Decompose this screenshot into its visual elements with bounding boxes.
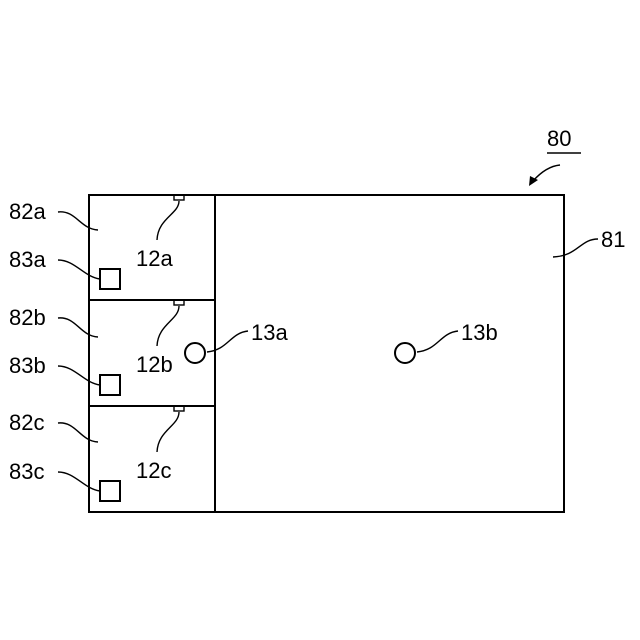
- leader-83b: [58, 366, 100, 385]
- label-82c: 82c: [9, 410, 44, 435]
- leader-83c: [58, 472, 100, 491]
- leader-13a: [207, 331, 248, 352]
- leader-82a: [58, 212, 98, 230]
- leader-83a: [58, 260, 100, 279]
- label-83a: 83a: [9, 247, 46, 272]
- leader-12a: [157, 201, 179, 240]
- square-83b: [100, 375, 120, 395]
- label-82b: 82b: [9, 305, 46, 330]
- leader-82c: [58, 423, 98, 442]
- leader-82b: [58, 318, 98, 337]
- leader-13b: [417, 331, 458, 352]
- label-83c: 83c: [9, 459, 44, 484]
- label-13a: 13a: [251, 320, 288, 345]
- square-83a: [100, 269, 120, 289]
- label-12b: 12b: [136, 352, 173, 377]
- square-83c: [100, 481, 120, 501]
- label-80: 80: [547, 126, 571, 151]
- leader-12c: [157, 412, 179, 452]
- label-82a: 82a: [9, 199, 46, 224]
- label-13b: 13b: [461, 320, 498, 345]
- label-81: 81: [601, 227, 625, 252]
- leader-12b: [157, 306, 179, 346]
- label-83b: 83b: [9, 353, 46, 378]
- circle-13a: [185, 343, 205, 363]
- leader-80: [533, 165, 560, 181]
- leader-81: [553, 239, 598, 257]
- label-12c: 12c: [136, 458, 171, 483]
- circle-13b: [395, 343, 415, 363]
- label-12a: 12a: [136, 246, 173, 271]
